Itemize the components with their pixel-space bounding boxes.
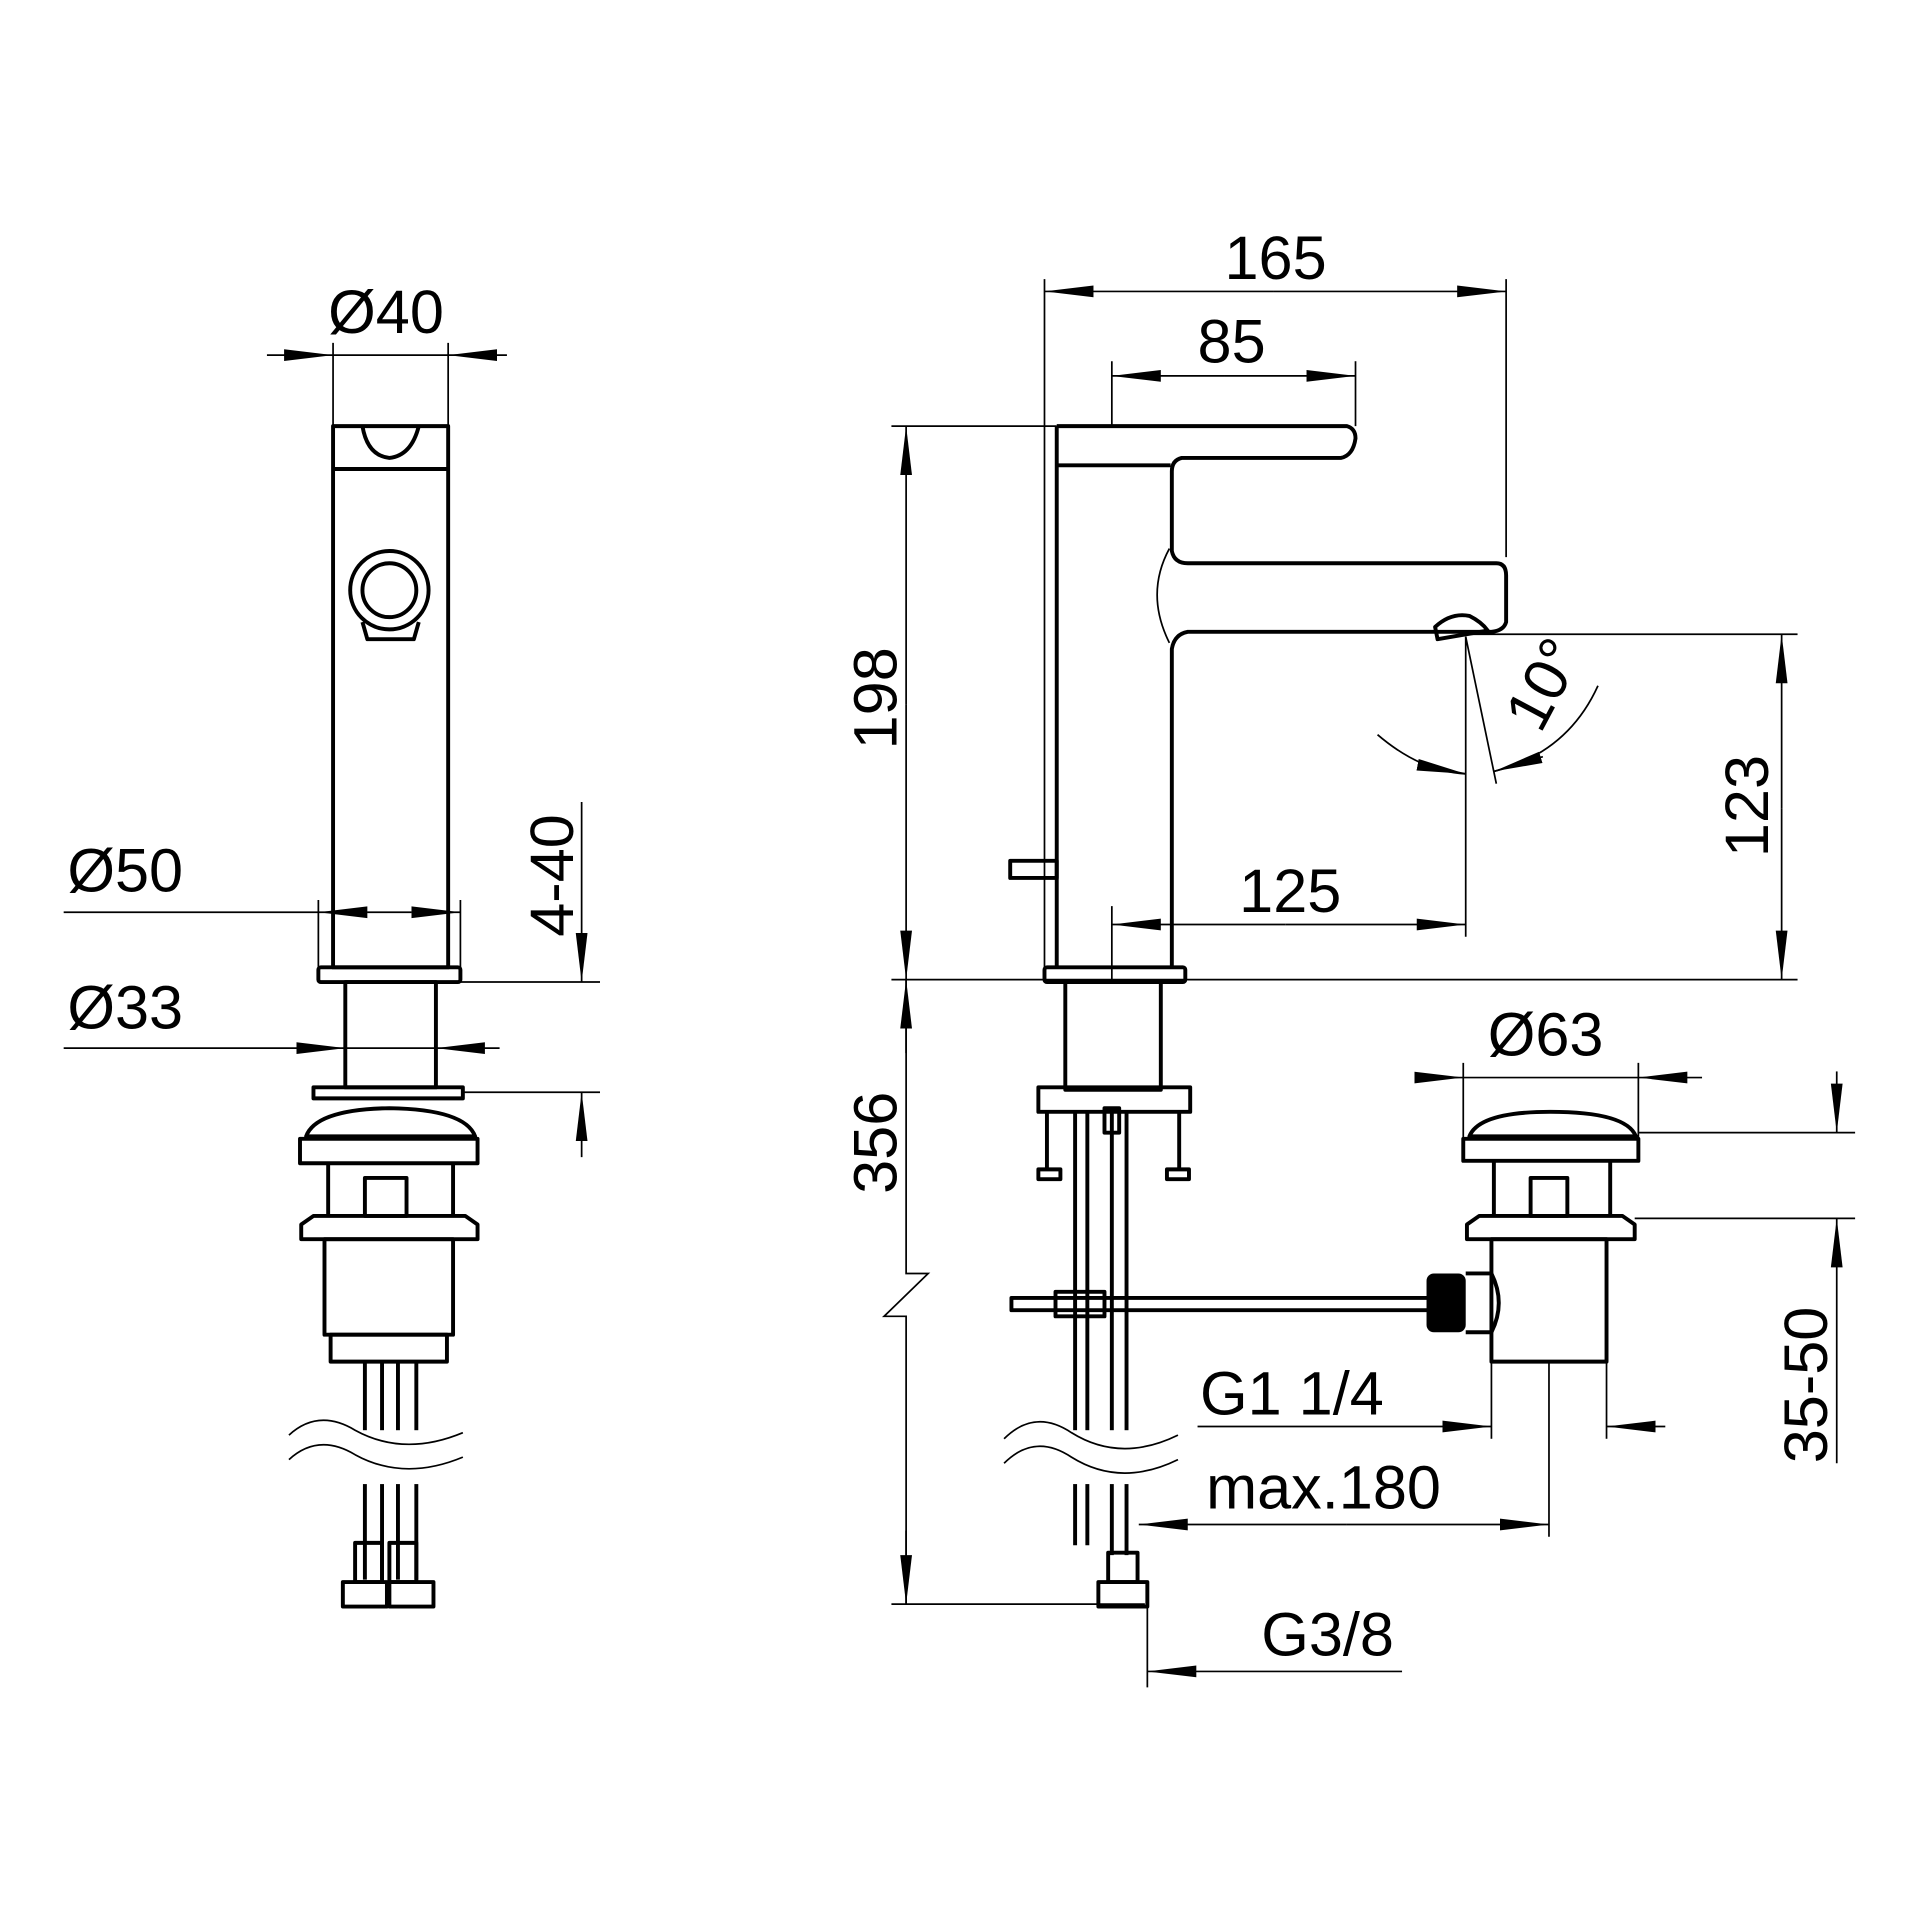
waste-valve (1426, 1109, 1641, 1364)
lever-side (360, 425, 421, 460)
dim-base-diameter: Ø50 (63, 836, 462, 968)
dim-waste-range: 35-50 (1634, 1071, 1856, 1464)
dim-spout-clearance-label: 123 (1713, 755, 1781, 857)
dim-waste-thread: G1 1/4 (1197, 1359, 1666, 1439)
popup-rod-knob (1008, 858, 1059, 880)
knob-icon (348, 549, 431, 632)
hoses-front (997, 1106, 1182, 1609)
dim-hose-thread-label: G3/8 (1261, 1601, 1394, 1669)
hoses-side (281, 1361, 466, 1609)
dim-rod-max-label: max.180 (1206, 1454, 1441, 1522)
aerator (1433, 613, 1490, 642)
dim-deck-thickness-label: 4-40 (518, 814, 586, 937)
dim-hose-thread: G3/8 (1146, 1601, 1403, 1688)
dim-waste-diameter-label: Ø63 (1488, 1001, 1604, 1069)
dim-waste-range-label: 35-50 (1772, 1307, 1840, 1464)
dim-rod-max: max.180 (1138, 1361, 1550, 1537)
dim-total-length-label: 165 (1224, 224, 1326, 292)
dim-base-diameter-label: Ø50 (67, 836, 183, 904)
dim-spout-reach-label: 125 (1239, 857, 1341, 925)
dim-spout-reach: 125 (1110, 636, 1467, 980)
side-view: Ø40 Ø50 Ø33 (63, 278, 600, 1609)
dim-spout-diameter-label: Ø40 (328, 278, 444, 346)
dim-shank-diameter: Ø33 (63, 974, 500, 1055)
dim-lever-length-label: 85 (1198, 307, 1266, 375)
dim-lever-length: 85 (1110, 307, 1357, 427)
dim-height-label: 198 (841, 647, 909, 749)
dim-waste-thread-label: G1 1/4 (1200, 1359, 1384, 1427)
dim-spout-angle-label: 10° (1492, 627, 1596, 741)
dim-deck-thickness: 4-40 (460, 802, 600, 1158)
faucet-body-side (331, 424, 451, 970)
dim-spout-diameter: Ø40 (266, 278, 507, 427)
front-view: 165 85 198 125 (841, 224, 1856, 1688)
dim-shank-diameter-label: Ø33 (67, 974, 183, 1042)
dim-total-length: 165 (1043, 224, 1507, 968)
dim-waste-diameter: Ø63 (1414, 1001, 1703, 1139)
dim-spout-angle: 10° (1376, 627, 1599, 784)
dim-height: 198 (841, 425, 1798, 981)
dim-hose-length: 356 (841, 979, 1145, 1605)
dim-hose-length-label: 356 (841, 1092, 909, 1194)
dim-spout-clearance: 123 (1469, 633, 1798, 980)
